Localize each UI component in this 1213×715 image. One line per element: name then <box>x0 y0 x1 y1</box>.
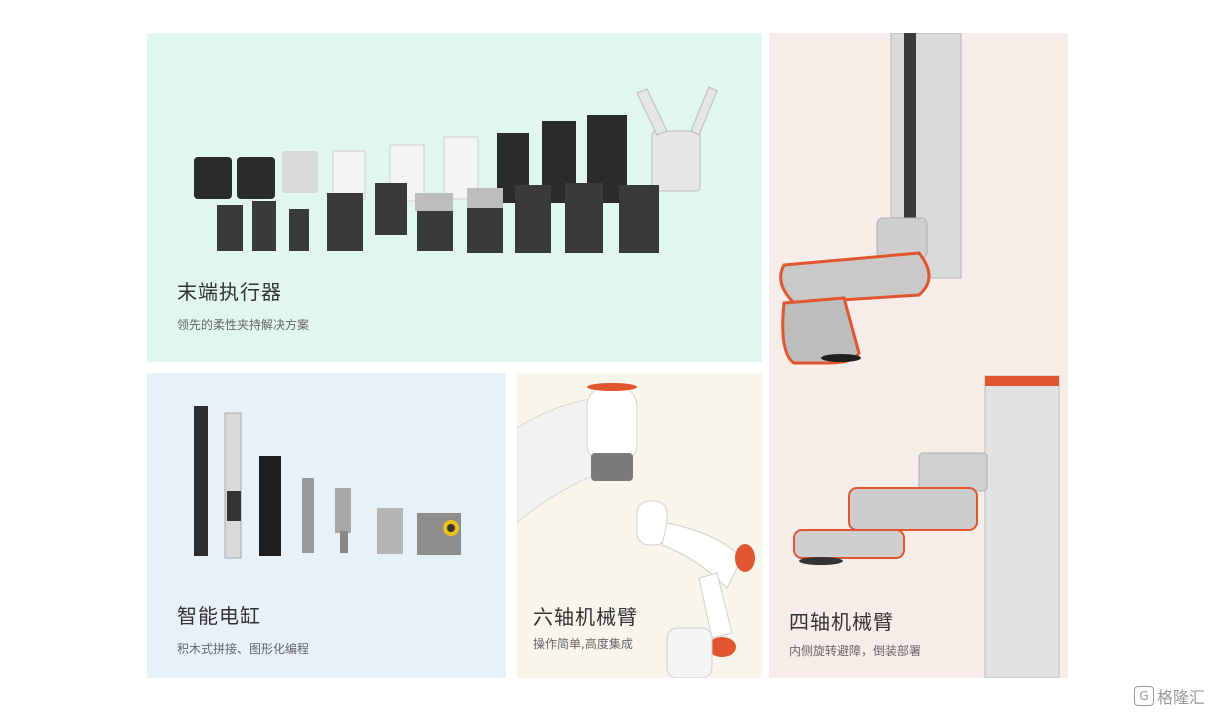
card-subtitle: 积木式拼接、图形化编程 <box>177 642 310 656</box>
card-title: 六轴机械臂 <box>533 605 638 629</box>
card-electric-cylinder[interactable]: 智能电缸 积木式拼接、图形化编程 <box>147 373 506 678</box>
card-subtitle: 操作简单,高度集成 <box>533 637 633 651</box>
card-title: 末端执行器 <box>177 280 282 304</box>
six-axis-arm-product-image <box>517 383 755 678</box>
watermark-text: 格隆汇 <box>1156 688 1205 707</box>
watermark: G 格隆汇 <box>1133 684 1205 708</box>
card-subtitle: 领先的柔性夹持解决方案 <box>177 318 310 332</box>
four-axis-arm-product-image <box>779 33 1060 678</box>
card-subtitle: 内侧旋转避障，倒装部署 <box>789 644 922 658</box>
card-six-axis-arm[interactable]: 六轴机械臂 操作简单,高度集成 <box>517 373 762 678</box>
card-title: 智能电缸 <box>177 604 261 628</box>
card-title: 四轴机械臂 <box>789 610 894 634</box>
card-end-effector[interactable]: 末端执行器 领先的柔性夹持解决方案 <box>147 33 762 362</box>
card-four-axis-arm[interactable]: 四轴机械臂 内侧旋转避障，倒装部署 <box>769 33 1068 678</box>
grippers-product-image <box>194 86 718 253</box>
gelonghui-logo-icon: G <box>1133 686 1154 706</box>
electric-cylinders-product-image <box>194 406 461 559</box>
